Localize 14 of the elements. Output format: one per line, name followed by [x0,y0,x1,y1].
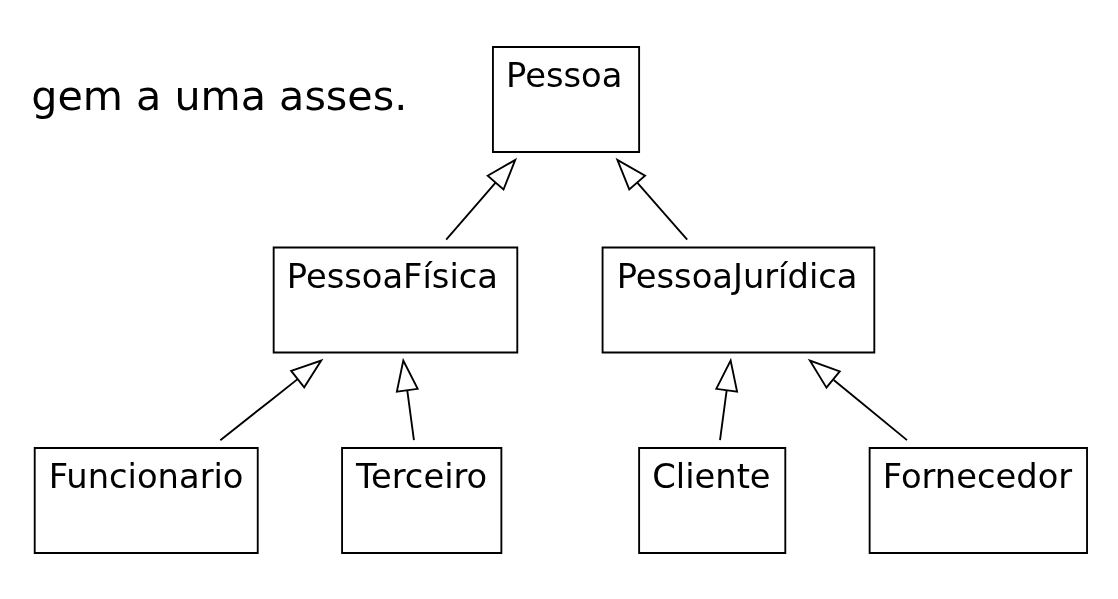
node-box: Terceiro [341,446,503,554]
arrow [395,357,420,441]
label: gem a uma asses. [31,71,408,120]
arrow [615,157,689,241]
node-box: Pessoa [492,45,641,153]
node-box: Cliente [638,446,787,554]
arrow [714,357,739,441]
arrow [445,157,518,241]
arrow [219,358,324,441]
node-box: Fornecedor [868,446,1088,554]
node-box: Funcionario [33,446,259,554]
node-box: PessoaFísica [272,246,519,353]
node-box: PessoaJurídica [601,246,876,353]
arrow [807,358,908,441]
